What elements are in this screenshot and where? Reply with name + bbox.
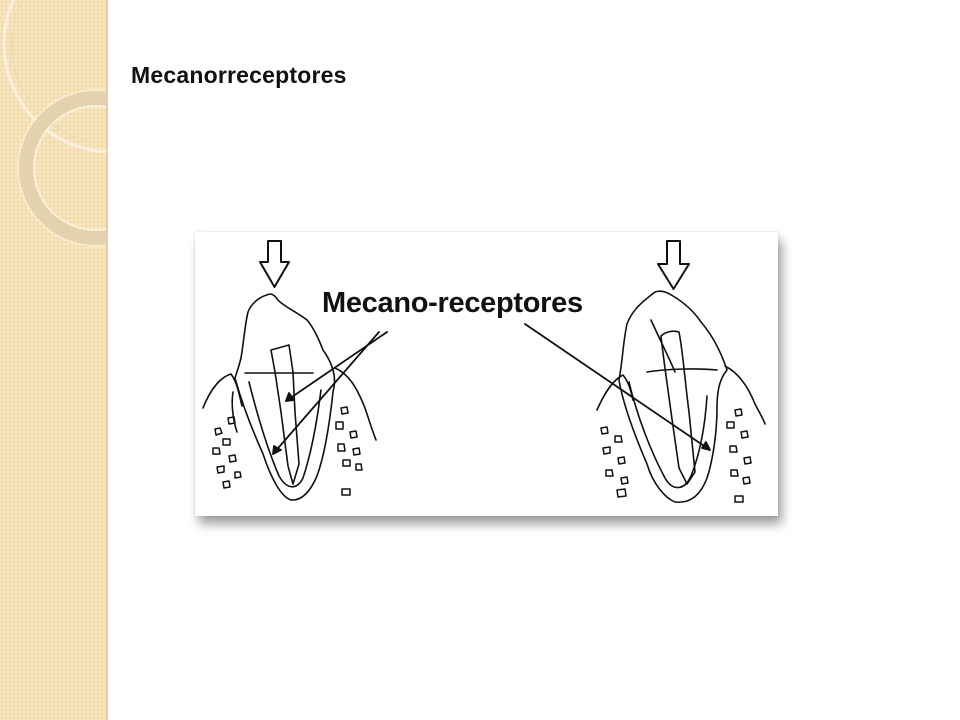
slide-title: Mecanorreceptores [131, 62, 347, 88]
left-gingiva [202, 373, 243, 409]
downward-load-arrow-icon [657, 240, 690, 290]
left-bone-particles [212, 406, 363, 496]
ring-ornament-icon [2, 0, 106, 247]
left-pointer-lines [272, 323, 711, 455]
downward-load-arrow-icon [259, 240, 290, 288]
left-pulp [270, 344, 300, 485]
right-tooth-outline [618, 290, 728, 503]
decorative-sidebar [0, 0, 108, 720]
left-tooth-outline [234, 293, 336, 501]
mechanoreceptor-label: Mecano-receptores [322, 287, 583, 319]
right-pulp [660, 330, 696, 485]
right-gingiva [596, 374, 634, 411]
right-bone-particles [600, 408, 752, 503]
tooth-mechanoreceptor-figure: Mecano-receptores [195, 232, 778, 516]
